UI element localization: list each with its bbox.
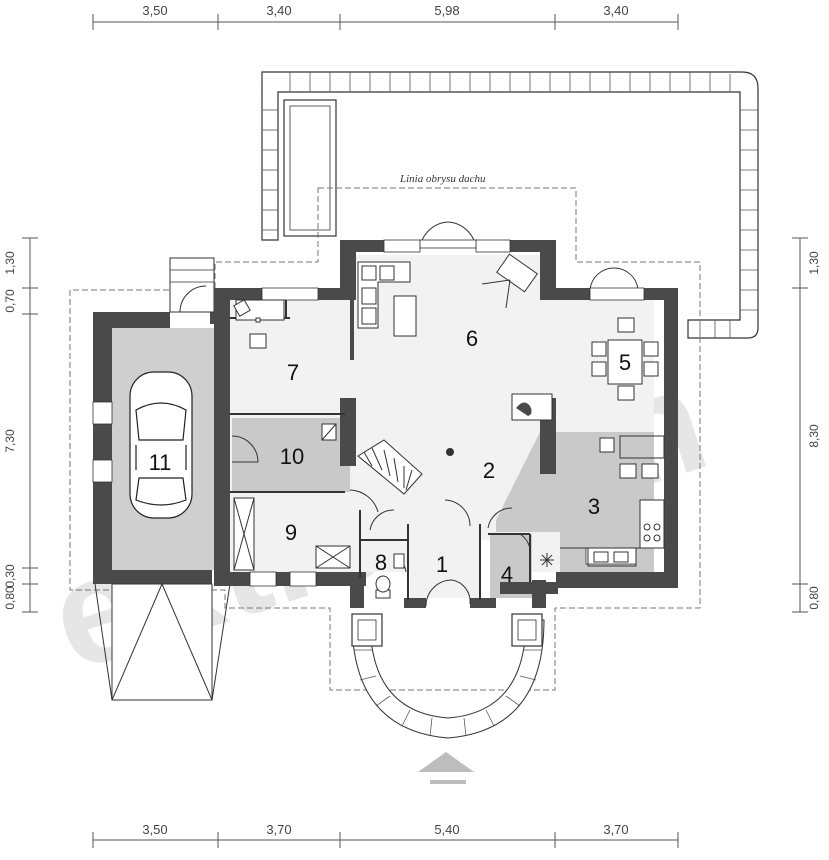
stairs-icon <box>357 439 423 495</box>
room-labels: 1 2 3 4 5 6 7 8 9 10 11 <box>149 326 632 587</box>
bottom-dim-4: 3,70 <box>603 822 628 837</box>
bottom-dim-2: 3,70 <box>266 822 291 837</box>
bottom-dim-1: 3,50 <box>142 822 167 837</box>
roof-outline-label: Linia obrysu dachu <box>399 173 486 185</box>
entrance-arrow-icon <box>418 752 474 784</box>
room-label-5: 5 <box>619 350 631 375</box>
desk-icon <box>233 299 285 349</box>
boiler-icon <box>321 423 337 441</box>
room-label-2: 2 <box>483 458 495 483</box>
entrance-porch <box>351 613 545 739</box>
top-dim-3: 5,98 <box>434 3 459 18</box>
bottom-dimension-line <box>92 832 679 848</box>
room-label-8: 8 <box>375 550 387 575</box>
dining-table-icon <box>591 317 659 401</box>
car-icon <box>129 371 193 519</box>
fan-icon <box>540 553 554 567</box>
house-walls <box>214 240 678 608</box>
house-floor <box>228 255 654 598</box>
left-dim-4: 0,30 <box>3 564 17 588</box>
laundry-items <box>233 497 351 571</box>
windows <box>249 239 645 587</box>
left-dim-5: 0,80 <box>3 586 17 610</box>
top-dim-1: 3,50 <box>142 3 167 18</box>
left-dim-2: 0,70 <box>3 289 17 313</box>
top-dim-2: 3,40 <box>266 3 291 18</box>
room-label-1: 1 <box>436 552 448 577</box>
column-marker <box>446 448 454 456</box>
right-dim-3: 0,80 <box>807 586 821 610</box>
right-dimension-line <box>792 237 808 613</box>
top-dimension-line <box>92 14 679 30</box>
room-label-10: 10 <box>280 444 304 469</box>
armchair-icon <box>481 253 538 309</box>
right-dim-2: 8,30 <box>807 424 821 448</box>
fireplace-icon <box>511 393 553 421</box>
room-label-4: 4 <box>501 562 513 587</box>
room-label-3: 3 <box>588 494 600 519</box>
side-porch <box>169 257 215 313</box>
room-label-11: 11 <box>149 450 172 475</box>
terrace-deck <box>261 71 759 339</box>
left-dimension-line <box>22 237 38 613</box>
top-dim-4: 3,40 <box>603 3 628 18</box>
right-dim-1: 1,30 <box>807 251 821 275</box>
interior-partitions <box>230 300 531 600</box>
room-label-9: 9 <box>285 520 297 545</box>
toilet-icon <box>375 553 405 599</box>
bottom-dim-3: 5,40 <box>434 822 459 837</box>
room-label-7: 7 <box>287 360 299 385</box>
kitchen-counters <box>560 435 665 567</box>
sofa-icon <box>357 261 417 337</box>
left-dim-1: 1,30 <box>3 251 17 275</box>
roof-outline <box>69 187 701 691</box>
left-dim-3: 7,30 <box>3 429 17 453</box>
room-label-6: 6 <box>466 326 478 351</box>
